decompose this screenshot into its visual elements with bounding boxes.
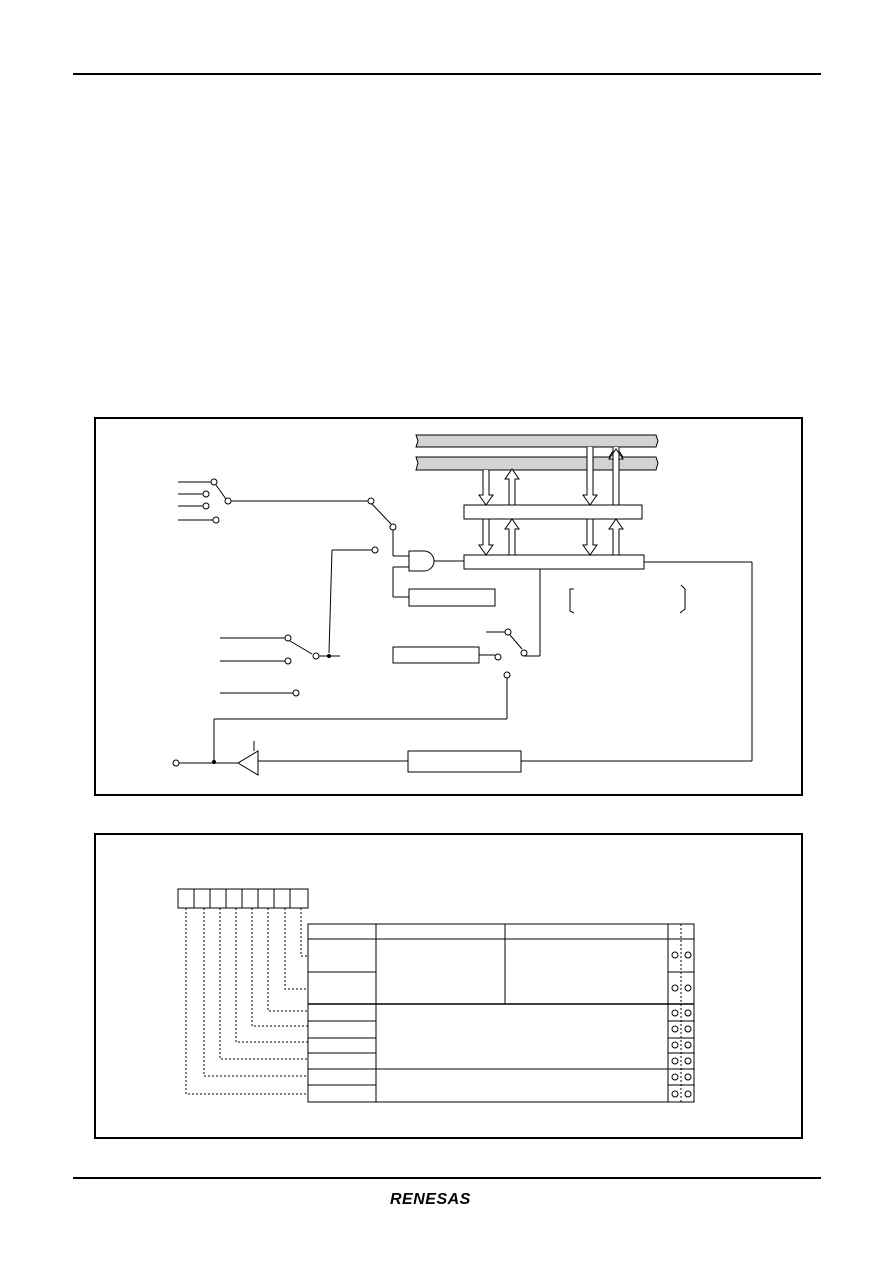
bit-function-table [307, 923, 695, 1103]
bit-leader-lines [185, 908, 308, 1095]
clock-select-switch [178, 478, 368, 524]
block-diagram-frame [94, 417, 803, 796]
bracket-right [679, 584, 686, 614]
bracket-left [569, 588, 575, 614]
data-bus-lower [415, 456, 659, 471]
serial-io-control-box [392, 646, 480, 664]
header-rule [73, 73, 821, 75]
and-gate [393, 550, 464, 572]
renesas-logo: RENESAS [390, 1191, 471, 1208]
internal-external-switch [328, 497, 409, 654]
output-switch [213, 569, 541, 761]
data-bus-upper [415, 434, 659, 448]
serial-io-pin [172, 759, 180, 767]
buffer-register-box [463, 504, 643, 520]
footer-rule [73, 1177, 821, 1179]
counter-box [408, 588, 496, 607]
register-bit-cells [177, 888, 309, 909]
port-select-switch [220, 634, 340, 697]
shift-register-box [463, 554, 645, 570]
block-diagram [172, 434, 753, 776]
output-latch-box [407, 750, 522, 773]
output-buffer [172, 741, 259, 776]
read-write-indicators [671, 951, 692, 1098]
register-bit-diagram [177, 888, 695, 1103]
register-table-frame [94, 833, 803, 1139]
